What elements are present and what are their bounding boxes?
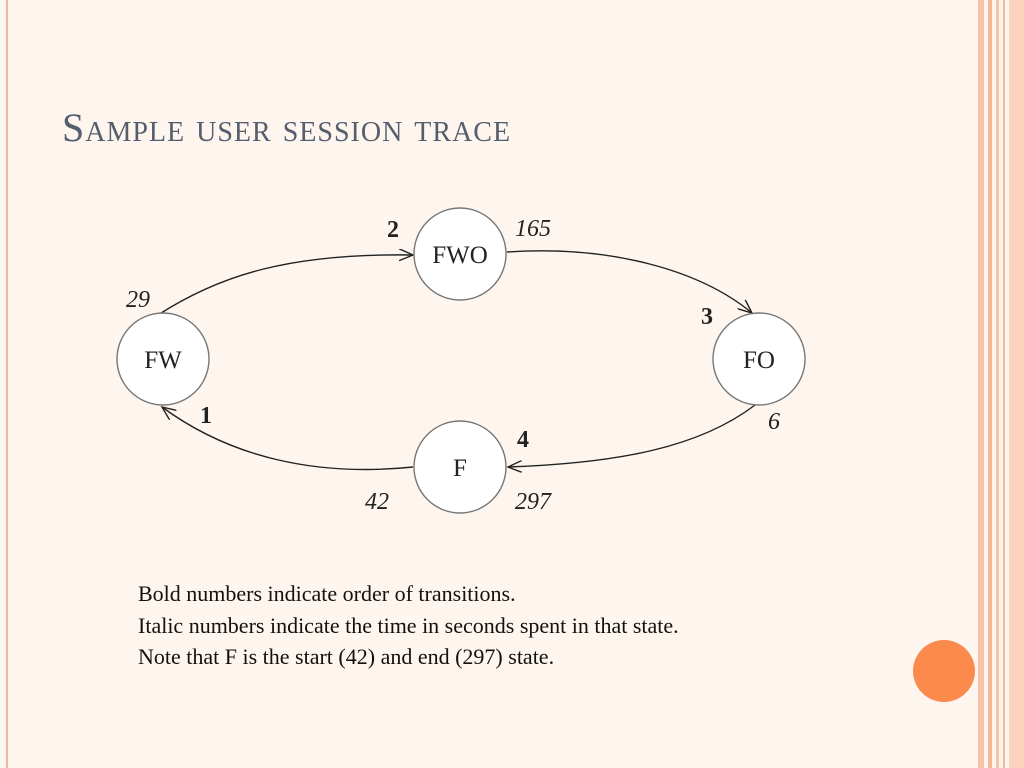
node-fwo-label: FWO <box>432 242 488 269</box>
node-fo: FO <box>712 312 806 406</box>
edge-f-to-fw <box>162 407 414 471</box>
edge-fo-to-f <box>508 404 756 467</box>
node-f: F <box>413 420 507 514</box>
caption-line-italic-meaning: Italic numbers indicate the time in seco… <box>138 612 679 638</box>
state-transition-diagram: FW FWO FO F 2 3 1 4 29 165 6 42 297 <box>116 207 806 515</box>
edge-fwo-to-fo <box>506 250 752 313</box>
order-label-4: 4 <box>517 427 529 453</box>
node-fw-label: FW <box>144 347 182 374</box>
order-label-3: 3 <box>701 304 713 330</box>
caption-line-start-end-note: Note that F is the start (42) and end (2… <box>138 644 555 669</box>
node-fo-label: FO <box>743 347 775 374</box>
node-fw: FW <box>116 312 210 406</box>
edge-fw-to-fwo <box>157 255 413 316</box>
node-f-label: F <box>453 455 467 482</box>
order-label-2: 2 <box>387 217 399 243</box>
time-label-f-start: 42 <box>365 489 389 515</box>
accent-circle <box>913 640 975 702</box>
time-label-fw: 29 <box>126 287 150 313</box>
caption-line-bold-meaning: Bold numbers indicate order of transitio… <box>138 581 516 606</box>
time-label-f-end: 297 <box>515 489 552 515</box>
slide-title: Sample user session trace <box>62 105 512 150</box>
time-label-fo: 6 <box>768 409 780 435</box>
node-fwo: FWO <box>413 207 507 301</box>
time-label-fwo: 165 <box>515 216 551 242</box>
left-border-line <box>6 0 8 768</box>
diagram-caption: Bold numbers indicate order of transitio… <box>138 578 838 673</box>
order-label-1: 1 <box>200 403 212 429</box>
